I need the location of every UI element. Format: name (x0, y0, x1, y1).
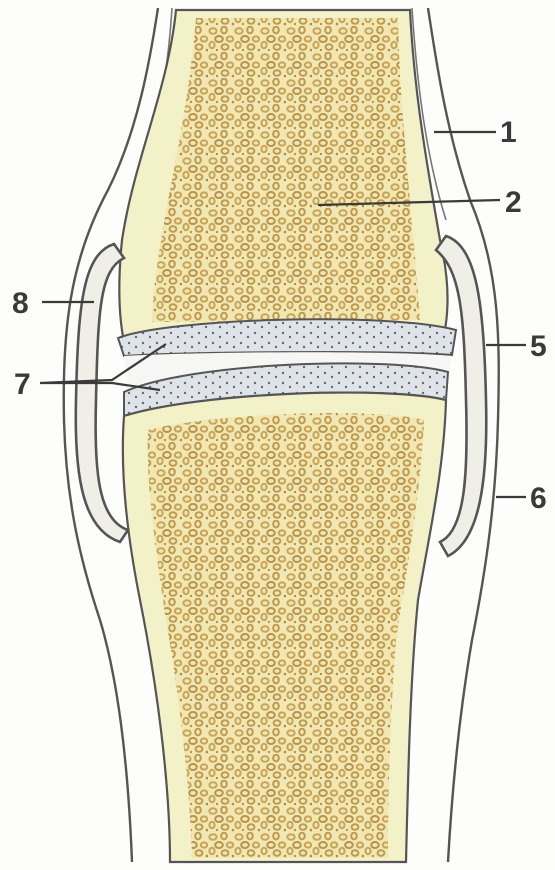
label-5: 5 (530, 330, 547, 363)
label-7: 7 (14, 368, 31, 401)
label-1: 1 (500, 116, 517, 149)
label-8: 8 (12, 287, 29, 320)
label-2: 2 (505, 186, 522, 219)
upper-spongy-bone (152, 18, 420, 322)
lower-spongy-bone (148, 413, 424, 858)
label-6: 6 (530, 482, 547, 515)
